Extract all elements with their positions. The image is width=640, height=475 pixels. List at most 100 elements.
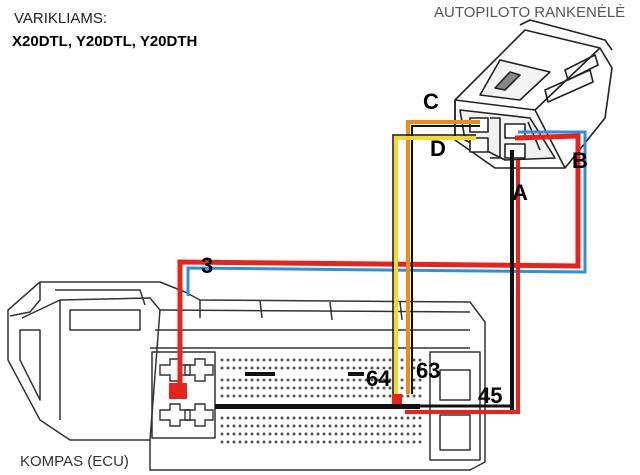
ecu-pin-dot [346, 394, 350, 398]
ecu-pin-dot [400, 416, 404, 420]
ecu-pin-dot [352, 394, 356, 398]
ecu-pin-64-label: 64 [366, 366, 391, 391]
wire-orange-c-63 [406, 120, 480, 394]
ecu-pin-dot [268, 432, 272, 436]
ecu-pin-dot [286, 416, 290, 420]
ecu-pin-dot [304, 432, 308, 436]
ecu-pin-dot [328, 366, 332, 370]
ecu-pin-dot [316, 378, 320, 382]
ecu-pin-dot [262, 432, 266, 436]
ecu-pin-dot [346, 358, 350, 362]
ecu-pin-dot [250, 366, 254, 370]
ecu-pin-dot [226, 424, 230, 428]
ecu-pin-dot [220, 378, 224, 382]
ecu-pin-dot [316, 432, 320, 436]
wire-red-a-45 [405, 160, 520, 414]
ecu-pin-dot [280, 378, 284, 382]
ecu-pin-dot [304, 424, 308, 428]
ecu-pin-dot [394, 432, 398, 436]
ecu-pin-dot [244, 358, 248, 362]
ecu-pin-dot [376, 440, 380, 444]
ecu-pin-dot [232, 366, 236, 370]
ecu-pin-dot [400, 378, 404, 382]
ecu-pin-dot [394, 424, 398, 428]
ecu-pin-dot [292, 394, 296, 398]
ecu-pin-dot [376, 378, 380, 382]
ecu-pin-dot [220, 386, 224, 390]
ecu-pin-dot [238, 358, 242, 362]
ecu-pin-dot [340, 386, 344, 390]
ecu-pin-dot [418, 378, 422, 382]
ecu-pin-dot [292, 378, 296, 382]
ecu-pin-dot [286, 366, 290, 370]
ecu-pin-dot [322, 416, 326, 420]
ecu-pin-dot [406, 416, 410, 420]
ecu-pin-dot [274, 366, 278, 370]
ecu-pin-dot [292, 358, 296, 362]
ecu-pin-dot [364, 378, 368, 382]
ecu-pin-dot [268, 440, 272, 444]
ecu-pin-dot [232, 432, 236, 436]
ecu-pin-dot [412, 424, 416, 428]
ecu-pin-dot [310, 424, 314, 428]
ecu-pin-dot [220, 440, 224, 444]
ecu-pin-dot [316, 440, 320, 444]
ecu-pin-dot [280, 432, 284, 436]
ecu-pin-dot [358, 432, 362, 436]
ecu-pin-dot [418, 358, 422, 362]
ecu-pin-dot [370, 394, 374, 398]
ecu-pin-dot [334, 366, 338, 370]
ecu-pin-dot [220, 358, 224, 362]
ecu-pin-dot [244, 378, 248, 382]
ecu-pin-dot [388, 440, 392, 444]
wire-yellow-d-64 [394, 136, 476, 398]
ecu-pin-dot [358, 424, 362, 428]
ecu-pin-dot [298, 394, 302, 398]
ecu-pin-dot [346, 432, 350, 436]
ecu-pin-dot [418, 416, 422, 420]
ecu-pin-dot [334, 440, 338, 444]
ecu-pin-dot [286, 424, 290, 428]
ecu-pin-dot [418, 386, 422, 390]
ecu-pin-dot [268, 366, 272, 370]
ecu-pin-dot [298, 440, 302, 444]
ecu-pin-dot [310, 432, 314, 436]
ecu-pin-dot [364, 424, 368, 428]
ecu-pin-dot [376, 386, 380, 390]
ecu-pin-dot [358, 440, 362, 444]
ecu-pin-dot [268, 394, 272, 398]
ecu-pin-dot [400, 386, 404, 390]
ecu-pin-dot [412, 394, 416, 398]
ecu-pin-dot [412, 366, 416, 370]
ecu-pin-dot [328, 378, 332, 382]
ecu-pin-dot [400, 424, 404, 428]
ecu-pin-dot [304, 358, 308, 362]
ecu-pin-dot [370, 440, 374, 444]
ecu-pin-dot [304, 416, 308, 420]
ecu-pin-dot [226, 416, 230, 420]
ecu-pin-dot [280, 424, 284, 428]
wire-yellow-black-d-64 [392, 134, 476, 398]
ecu-pin-dot [352, 440, 356, 444]
engines-title: VARIKLIAMS: [14, 10, 108, 27]
ecu-pin-dot [406, 394, 410, 398]
ecu-pin-dot [244, 432, 248, 436]
ecu-pin-dot [358, 386, 362, 390]
handle-pin-d-label: D [430, 136, 446, 161]
ecu-pin-dot [370, 432, 374, 436]
ecu-pin-dot [304, 378, 308, 382]
ecu-pin-dot [388, 386, 392, 390]
ecu-pin-dot [280, 386, 284, 390]
ecu-pin-45-label: 45 [478, 383, 503, 408]
ecu-pin-dot [256, 378, 260, 382]
ecu-pin-dot [304, 440, 308, 444]
ecu-pin-dot [250, 386, 254, 390]
ecu-pin-dot [256, 394, 260, 398]
ecu-pin-dot [232, 394, 236, 398]
ecu-pin-dot [382, 366, 386, 370]
ecu-pin-dot [286, 432, 290, 436]
ecu-pin-dot [382, 440, 386, 444]
ecu-pin-dot [250, 358, 254, 362]
ecu-pin-dot [220, 424, 224, 428]
